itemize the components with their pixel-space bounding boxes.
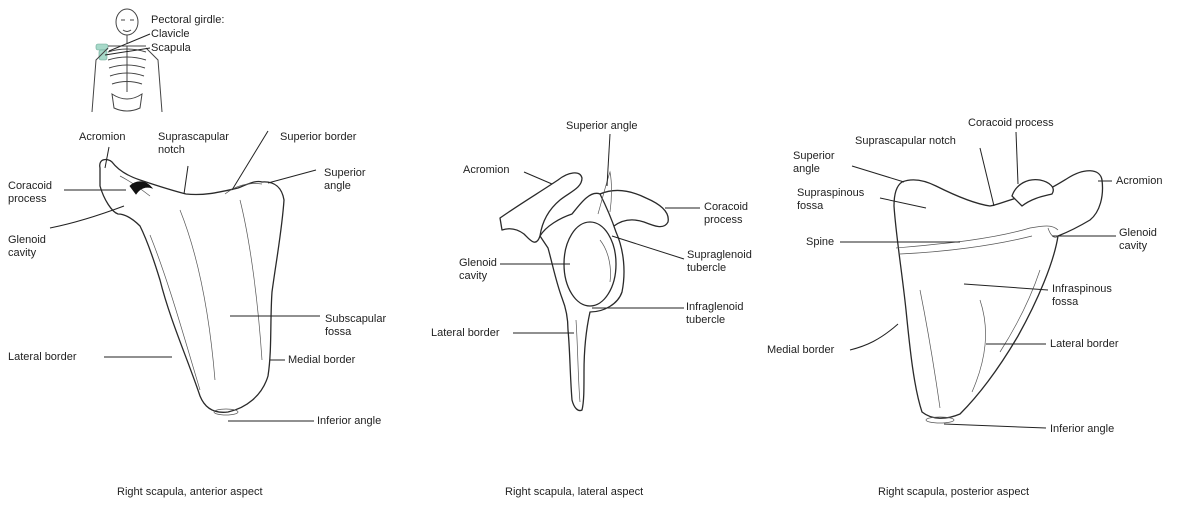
scapula-lateral [500, 134, 700, 411]
leader-post-medial [850, 324, 898, 350]
post-superior-angle-label: Superior angle [793, 150, 835, 176]
lateral-glenoid-shape [564, 222, 616, 306]
leader-lat-sup-angle [607, 134, 610, 186]
post-acromion-label: Acromion [1116, 175, 1162, 188]
post-lateral-border-label: Lateral border [1050, 338, 1119, 351]
ant-acromion-label: Acromion [79, 131, 125, 144]
post-supraspinous-fossa-label: Supraspinous fossa [797, 187, 864, 213]
post-suprascapular-notch-label: Suprascapular notch [855, 135, 956, 148]
post-infraspinous-fossa-label: Infraspinous fossa [1052, 283, 1112, 309]
ant-medial-border-label: Medial border [288, 354, 355, 367]
inset-clavicle: Clavicle [151, 28, 190, 41]
ant-lateral-border-label: Lateral border [8, 351, 77, 364]
post-glenoid-cavity-label: Glenoid cavity [1119, 227, 1157, 253]
lat-lateral-border-label: Lateral border [431, 327, 500, 340]
ant-inferior-angle-label: Inferior angle [317, 415, 381, 428]
scapula-posterior [840, 132, 1116, 428]
leader-ant-notch [184, 166, 188, 194]
leader-post-sup-angle [852, 166, 904, 182]
anterior-caption: Right scapula, anterior aspect [117, 486, 263, 498]
ant-coracoid-process-label: Coracoid process [8, 180, 52, 206]
leader-ant-sup-border [232, 131, 268, 190]
lat-superior-angle-label: Superior angle [566, 120, 638, 133]
lat-glenoid-cavity-label: Glenoid cavity [459, 257, 497, 283]
post-medial-border-label: Medial border [767, 344, 834, 357]
post-coracoid-process-label: Coracoid process [968, 117, 1054, 130]
inset-scapula: Scapula [151, 42, 191, 55]
ant-subscapular-fossa-label: Subscapular fossa [325, 313, 386, 339]
pelvis [112, 94, 142, 111]
ant-superior-border-label: Superior border [280, 131, 356, 144]
anterior-outline [100, 160, 284, 413]
posterior-caption: Right scapula, posterior aspect [878, 486, 1029, 498]
leader-inset-clavicle [109, 34, 150, 51]
leader-post-inferior [944, 424, 1046, 428]
leader-ant-sup-angle [268, 170, 316, 183]
ant-glenoid-cavity-label: Glenoid cavity [8, 234, 46, 260]
lat-supraglenoid-tubercle-label: Supraglenoid tubercle [687, 249, 752, 275]
leader-post-coracoid [1016, 132, 1018, 184]
lateral-caption: Right scapula, lateral aspect [505, 486, 643, 498]
scapula-anterior [50, 131, 320, 421]
post-spine-label: Spine [806, 236, 834, 249]
lat-coracoid-process-label: Coracoid process [704, 201, 748, 227]
leader-lat-acromion [524, 172, 552, 184]
leader-post-notch [980, 148, 994, 206]
post-inferior-angle-label: Inferior angle [1050, 423, 1114, 436]
ant-suprascapular-notch-label: Suprascapular notch [158, 131, 229, 157]
lat-acromion-label: Acromion [463, 164, 509, 177]
lat-infraglenoid-tubercle-label: Infraglenoid tubercle [686, 301, 744, 327]
inset-heading: Pectoral girdle: [151, 14, 224, 27]
skull-face [121, 20, 134, 32]
ant-superior-angle-label: Superior angle [324, 167, 366, 193]
